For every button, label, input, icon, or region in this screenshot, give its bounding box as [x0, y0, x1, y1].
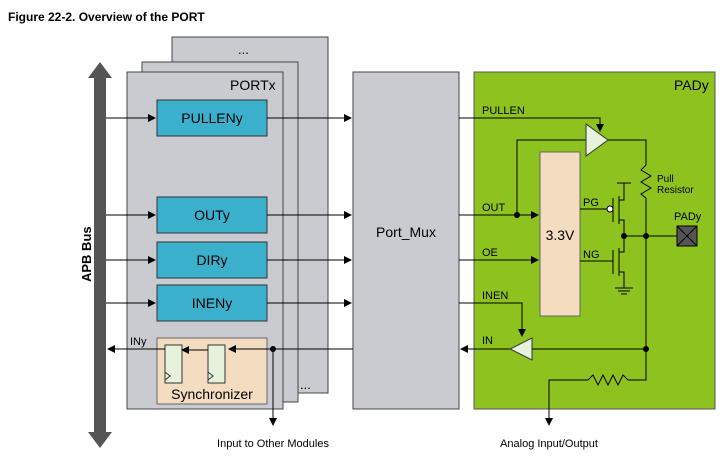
- pull-resistor: [640, 164, 652, 199]
- ng-label: NG: [583, 249, 600, 261]
- synchronizer-flipflop-2: [207, 344, 226, 384]
- pad-block-title: PADy: [674, 77, 709, 93]
- synchronizer-label: Synchronizer: [171, 386, 253, 402]
- port-block-title: PORTx: [230, 77, 276, 93]
- signal-pullen-label: PULLEN: [482, 105, 525, 117]
- pull-resistor-label-line1: Pull: [657, 174, 674, 185]
- signal-inen-label: INEN: [482, 290, 508, 302]
- register-inen-label: INENy: [192, 295, 232, 311]
- register-pullen-label: PULLENy: [181, 110, 242, 126]
- analog-io-label: Analog Input/Output: [500, 438, 598, 450]
- analog-resistor: [587, 373, 629, 387]
- register-out-label: OUTy: [194, 207, 230, 223]
- register-inen: [156, 284, 268, 322]
- signal-oe-label: OE: [482, 247, 498, 259]
- pull-resistor-label-line2: Resistor: [657, 185, 694, 196]
- supply-block: [539, 151, 581, 317]
- register-out: [156, 196, 268, 234]
- iny-label: INy: [130, 336, 147, 348]
- input-to-modules-label: Input to Other Modules: [217, 438, 329, 450]
- pg-label: PG: [583, 197, 599, 209]
- port-mux-label: Port_Mux: [376, 224, 436, 240]
- port-stack-ellipsis-top: ...: [238, 42, 249, 57]
- figure-title: Figure 22-2. Overview of the PORT: [8, 10, 205, 24]
- pad-pin-label: PADy: [674, 211, 702, 223]
- supply-label: 3.3V: [546, 227, 575, 243]
- apb-bus-label: APB Bus: [79, 226, 94, 282]
- register-dir: [156, 241, 268, 279]
- synchronizer-flipflop-1: [164, 344, 183, 384]
- port-mux: [352, 71, 460, 410]
- register-dir-label: DIRy: [196, 252, 227, 268]
- pad-block: [473, 71, 716, 410]
- signal-out-label: OUT: [482, 202, 506, 214]
- signal-in-label: IN: [482, 335, 493, 347]
- pullen-buffer: [585, 123, 609, 157]
- port-stack-ellipsis-bottom: ...: [300, 377, 311, 392]
